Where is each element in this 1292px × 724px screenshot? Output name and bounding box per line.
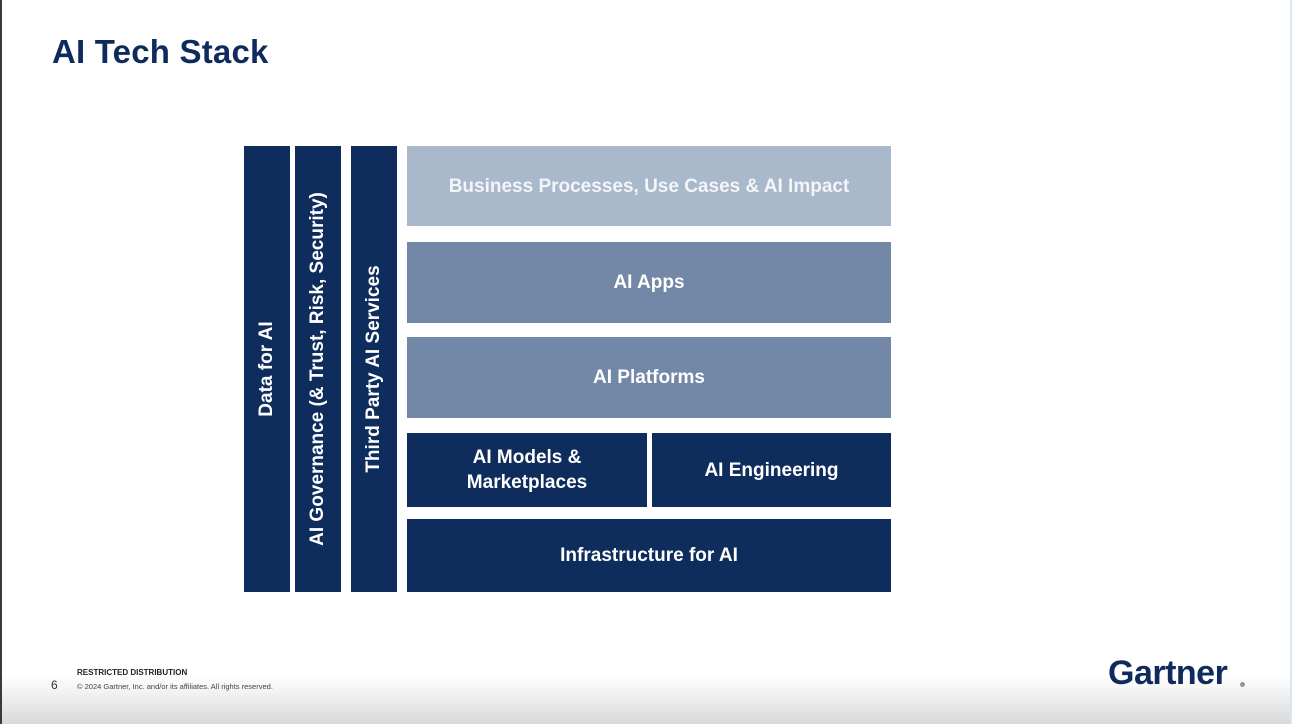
registered-mark-icon <box>1240 682 1245 687</box>
layer-business-processes: Business Processes, Use Cases & AI Impac… <box>407 146 891 226</box>
column-data-for-ai: Data for AI <box>244 146 290 592</box>
column-label: Third Party AI Services <box>363 265 384 473</box>
layer-ai-models-marketplaces: AI Models & Marketplaces <box>407 433 647 507</box>
page-number: 6 <box>51 678 58 692</box>
column-ai-governance: AI Governance (& Trust, Risk, Security) <box>295 146 341 592</box>
copyright-text: © 2024 Gartner, Inc. and/or its affiliat… <box>77 682 273 691</box>
layer-ai-apps: AI Apps <box>407 242 891 323</box>
gartner-logo: Gartner <box>1108 654 1228 692</box>
footer-shade <box>2 676 1290 724</box>
column-third-party-ai-services: Third Party AI Services <box>351 146 397 592</box>
layer-infrastructure-for-ai: Infrastructure for AI <box>407 519 891 592</box>
slide-title: AI Tech Stack <box>52 33 269 70</box>
layer-ai-engineering: AI Engineering <box>652 433 891 507</box>
column-label: Data for AI <box>256 321 277 417</box>
column-label: AI Governance (& Trust, Risk, Security) <box>307 192 328 546</box>
restricted-distribution-label: RESTRICTED DISTRIBUTION <box>77 668 188 677</box>
layer-ai-platforms: AI Platforms <box>407 337 891 418</box>
